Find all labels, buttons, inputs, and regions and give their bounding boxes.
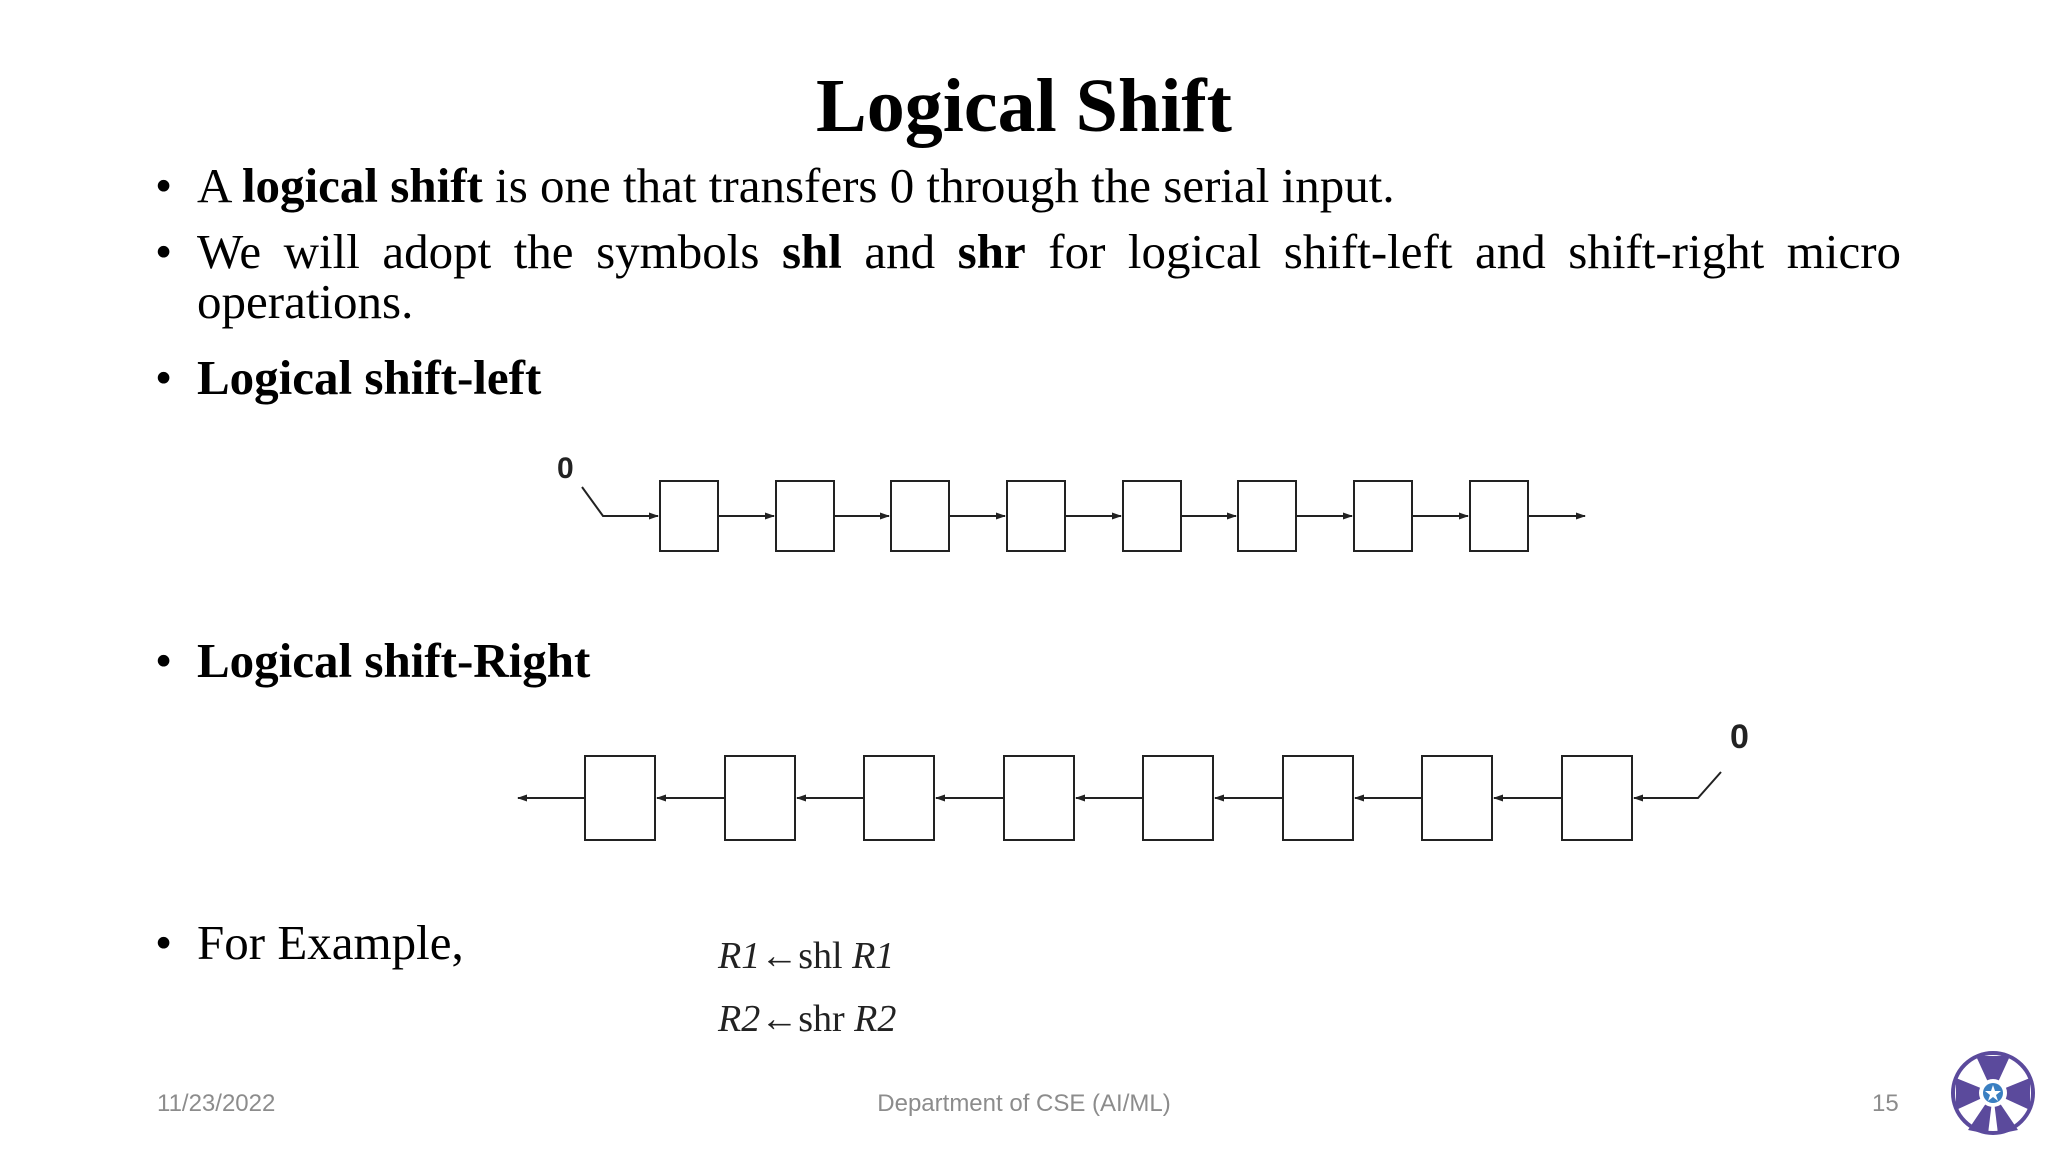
shift-right-input-arrow bbox=[1633, 771, 1722, 802]
register-cell bbox=[724, 755, 796, 841]
bullet-dot: • bbox=[155, 158, 173, 213]
formula-rhs: R1 bbox=[852, 935, 895, 977]
bullet-text: for logical shift-left and shift-right m… bbox=[197, 224, 1902, 329]
bullet-dot: • bbox=[155, 915, 173, 970]
bullet-dot: • bbox=[155, 350, 173, 405]
symbol-shl: shl bbox=[781, 224, 842, 279]
formula-lhs: R1 bbox=[718, 935, 761, 977]
register-cell bbox=[1142, 755, 1214, 841]
register-cell bbox=[890, 480, 950, 552]
register-cell bbox=[863, 755, 935, 841]
bullet-text: For Example, bbox=[197, 915, 464, 970]
formula-shr: R2←shr R2 bbox=[718, 997, 896, 1041]
register-cell bbox=[1006, 480, 1066, 552]
bullet-dot: • bbox=[155, 633, 173, 688]
register-cell bbox=[1561, 755, 1633, 841]
formula-shl: R1←shl R1 bbox=[718, 934, 894, 978]
register-cell bbox=[659, 480, 719, 552]
shift-right-diagram: 0 bbox=[517, 718, 1749, 841]
footer-department: Department of CSE (AI/ML) bbox=[877, 1090, 1171, 1117]
register-cell bbox=[1003, 755, 1075, 841]
register-cell bbox=[775, 480, 835, 552]
bullet-text: We will adopt the symbols bbox=[197, 224, 782, 279]
slide-title: Logical Shift bbox=[816, 64, 1232, 148]
bullet-bold-term: logical shift bbox=[241, 158, 483, 213]
formula-lhs: R2 bbox=[718, 998, 761, 1040]
register-cell bbox=[1237, 480, 1297, 552]
shift-left-input-arrow bbox=[581, 486, 659, 520]
formula-rhs: R2 bbox=[854, 998, 897, 1040]
formula-op: shr bbox=[798, 998, 845, 1040]
register-cell bbox=[1469, 480, 1529, 552]
register-cell bbox=[584, 755, 656, 841]
footer-page-number: 15 bbox=[1872, 1090, 1899, 1117]
assign-arrow: ← bbox=[760, 998, 799, 1040]
shift-left-input-label: 0 bbox=[557, 452, 574, 485]
symbol-shr: shr bbox=[957, 224, 1026, 279]
bullet-dot: • bbox=[155, 224, 173, 279]
shift-right-input-label: 0 bbox=[1730, 718, 1749, 756]
bullet-text: A bbox=[197, 158, 242, 213]
shift-left-diagram: 0 bbox=[557, 452, 1586, 552]
bullet-text: Logical shift-left bbox=[197, 350, 542, 405]
formula-op: shl bbox=[798, 935, 843, 977]
register-cell bbox=[1282, 755, 1354, 841]
bullet-text: is one that transfers 0 through the seri… bbox=[482, 158, 1395, 213]
register-cell bbox=[1122, 480, 1182, 552]
institution-logo bbox=[1951, 1051, 2035, 1135]
footer-date: 11/23/2022 bbox=[157, 1090, 276, 1117]
bullet-text: and bbox=[841, 224, 958, 279]
assign-arrow: ← bbox=[760, 935, 799, 977]
bullet-text: Logical shift-Right bbox=[197, 633, 591, 688]
register-cell bbox=[1421, 755, 1493, 841]
register-cell bbox=[1353, 480, 1413, 552]
